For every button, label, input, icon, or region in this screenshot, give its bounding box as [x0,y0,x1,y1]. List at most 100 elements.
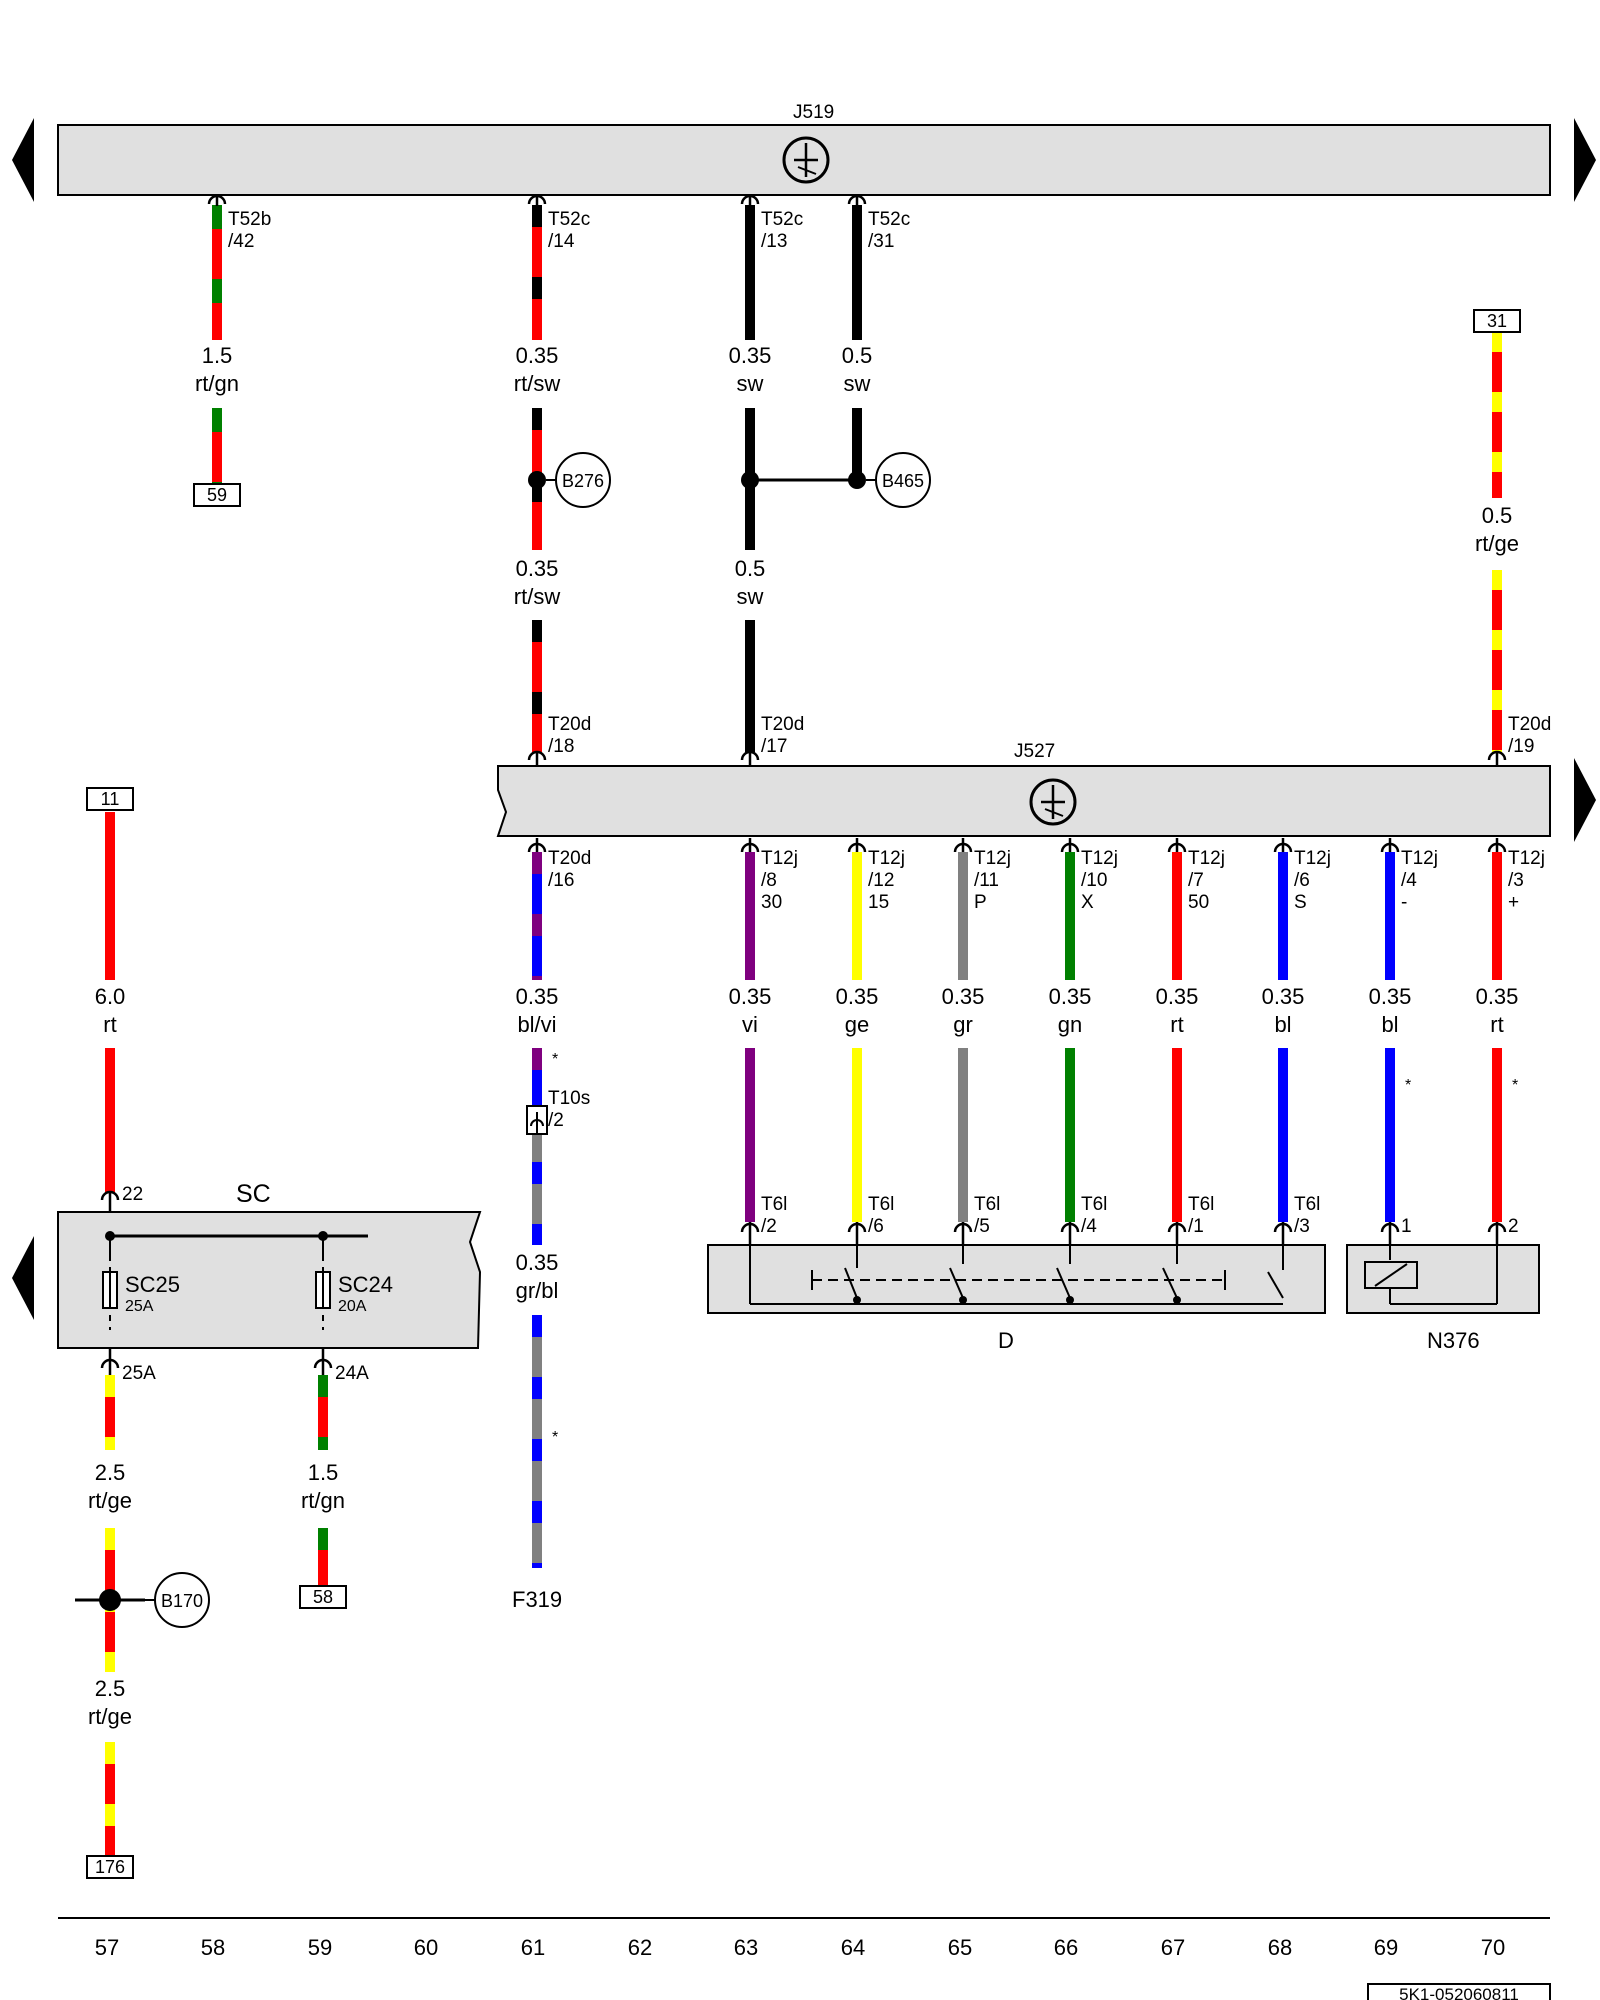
conn-sc-22: 22 [122,1184,143,1205]
document-id: 5K1-052060811 [1367,1983,1551,2000]
conn-t52c-13: T52c/13 [761,209,803,252]
pin-n376-2 [1487,1222,1507,1244]
pin-t52c-13 [740,194,760,206]
pin-t52c-31 [847,194,867,206]
pin-sc-22 [100,1190,120,1212]
solenoid-n376: N376 [1346,1240,1540,1353]
pin-n376-1 [1380,1222,1400,1244]
b170-label: B170 [161,1591,203,1611]
ref-box-59: 59 [193,483,241,507]
svg-text:31: 31 [1487,311,1507,331]
pin-t12j-3 [1487,838,1507,853]
j519-label: J519 [793,102,834,123]
grid-number: 70 [1481,1935,1505,1960]
pin-t12j-12 [847,838,867,853]
n376-label: N376 [1427,1328,1480,1353]
grid-number: 66 [1054,1935,1078,1960]
conn-t12j-3: T12j/3+ [1508,848,1545,913]
b465-label: B465 [882,471,924,491]
fuse-sc24: SC24 20A [315,1236,393,1330]
sc25-label: SC25 [125,1272,180,1297]
page-right-arrow-mid [1574,758,1596,842]
f319-label: F319 [512,1587,562,1612]
conn-t6l-1: T6l/1 [1188,1194,1214,1237]
conn-sc-24a: 24A [335,1363,369,1384]
grid-number: 64 [841,1935,865,1960]
conn-t20d-19: T20d/19 [1508,714,1551,757]
control-unit-j527: J527 [496,741,1551,837]
connector-labels: T52b/42 T52c/14 T52c/13 T52c/31 T20d/18 … [122,209,1551,1384]
conn-t6l-2: T6l/2 [761,1194,787,1237]
grid-number: 60 [414,1935,438,1960]
conn-t10s-2: T10s/2 [548,1088,590,1131]
conn-t12j-4: T12j/4- [1401,848,1438,913]
pin-t6l-2 [740,1222,760,1244]
b276-label: B276 [562,471,604,491]
grid-number: 67 [1161,1935,1185,1960]
conn-n376-1: 1 [1401,1216,1412,1237]
pin-t52b-42 [207,194,227,206]
splice-b465: B465 [741,452,931,508]
pin-t52c-14 [527,194,547,206]
conn-t6l-5: T6l/5 [974,1194,1000,1237]
asterisk-f319-lower: * [552,1429,558,1446]
conn-t20d-18: T20d/18 [548,714,591,757]
pin-t12j-4 [1380,838,1400,853]
conn-t6l-3: T6l/3 [1294,1194,1320,1237]
pin-t6l-4 [1060,1222,1080,1244]
svg-text:59: 59 [207,485,227,505]
svg-text:176: 176 [95,1857,125,1877]
pin-t12j-11 [953,838,973,853]
conn-t52b-42: T52b/42 [228,209,271,252]
conn-t52c-14: T52c/14 [548,209,590,252]
splice-b170: B170 [99,1572,210,1628]
page-right-arrow-top [1574,118,1596,202]
asterisk-n376-2: * [1512,1077,1518,1094]
pin-t20d-17 [740,750,760,766]
conn-t52c-31: T52c/31 [868,209,910,252]
connection-pins [100,194,1507,1375]
pin-t6l-1 [1167,1222,1187,1244]
conn-t20d-17: T20d/17 [761,714,804,757]
conn-t6l-4: T6l/4 [1081,1194,1107,1237]
pin-t12j-6 [1273,838,1293,853]
grid-number: 59 [308,1935,332,1960]
asterisks: * * * * [552,1051,1518,1446]
grid-number: 63 [734,1935,758,1960]
conn-n376-2: 2 [1508,1216,1519,1237]
grid-number: 58 [201,1935,225,1960]
pin-t6l-6 [847,1222,867,1244]
page-left-arrow-sc [12,1236,34,1320]
pin-t20d-18 [527,750,547,766]
control-unit-j519: J519 [57,102,1551,196]
document-id-text: 5K1-052060811 [1399,1985,1519,2000]
svg-text:58: 58 [313,1587,333,1607]
conn-t6l-6: T6l/6 [868,1194,894,1237]
svg-text:11: 11 [101,789,120,809]
pin-t12j-8 [740,838,760,853]
sc25-rating: 25A [125,1298,154,1315]
ref-box-11: 11 [86,787,134,811]
wire-sc25a-to-176 [75,1375,145,1855]
